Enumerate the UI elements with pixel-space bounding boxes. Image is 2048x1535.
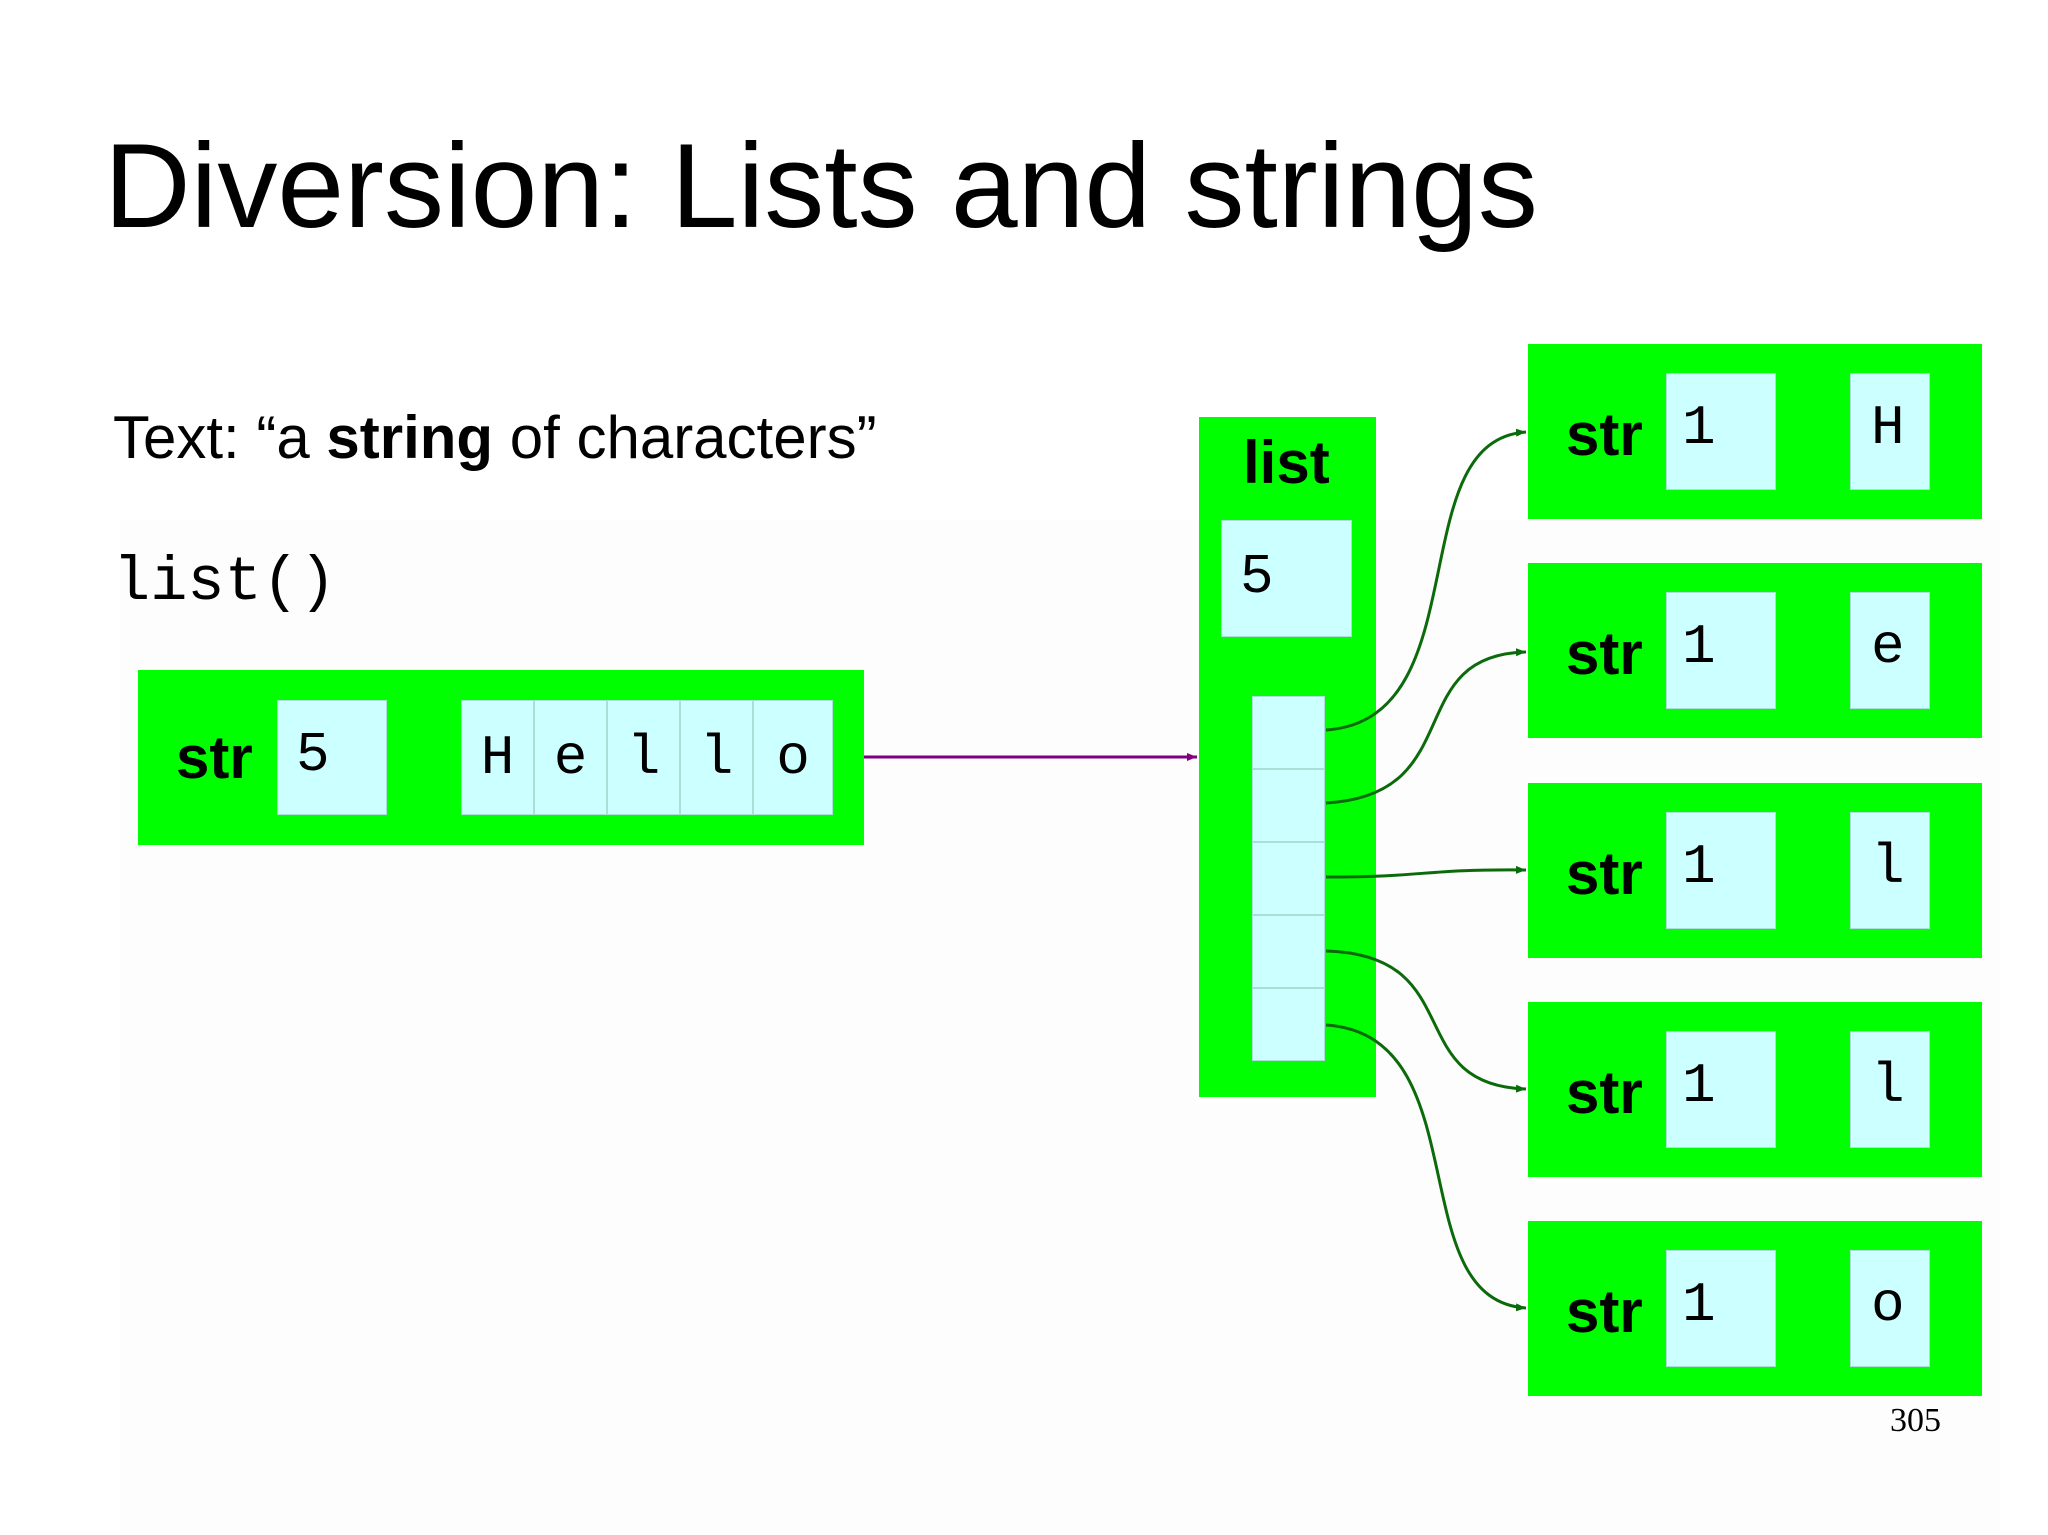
char-string-length: 1 [1682,835,1716,899]
char-string-length-cell: 1 [1666,1031,1776,1148]
char-string-char: l [1871,1054,1905,1118]
char-string-length: 1 [1682,615,1716,679]
source-string-length: 5 [296,723,330,787]
source-char-cell: l [607,700,680,815]
reference-arrow [1325,648,1527,805]
source-string-type-label: str [176,724,253,791]
char-string-box: str 1 H [1528,344,1982,519]
source-char-cell: l [680,700,753,815]
list-slot [1252,769,1325,842]
char-string-length-cell: 1 [1666,373,1776,490]
text-suffix: of characters” [493,404,877,471]
source-string-length-cell: 5 [277,700,387,815]
char-string-length-cell: 1 [1666,1250,1776,1367]
char-string-type-label: str [1566,401,1643,468]
char-string-box: str 1 o [1528,1221,1982,1396]
char-string-char-cell: l [1850,812,1930,929]
source-char-cell: o [753,700,833,815]
char-string-length: 1 [1682,1273,1716,1337]
char-string-char-cell: o [1850,1250,1930,1367]
char-string-length-cell: 1 [1666,812,1776,929]
source-string-characters: H e l l o [461,700,833,815]
char-string-length-cell: 1 [1666,592,1776,709]
page-number: 305 [1890,1402,1941,1439]
char-string-char: e [1871,615,1905,679]
char-string-length: 1 [1682,396,1716,460]
source-char-cell: e [534,700,607,815]
list-slot [1252,915,1325,988]
char-string-box: str 1 l [1528,783,1982,958]
list-length: 5 [1240,545,1274,609]
list-type-label: list [1243,429,1330,496]
reference-arrow [1325,428,1527,732]
text-bold-word: string [326,404,494,471]
char-string-char-cell: l [1850,1031,1930,1148]
list-slots [1252,696,1325,1061]
char-string-type-label: str [1566,840,1643,907]
list-length-cell: 5 [1221,520,1352,637]
slide-title: Diversion: Lists and strings [104,119,1538,253]
list-slot [1252,696,1325,769]
list-slot [1252,988,1325,1061]
char-string-char-cell: e [1850,592,1930,709]
char-string-type-label: str [1566,620,1643,687]
char-string-char-cell: H [1850,373,1930,490]
code-list-call: list() [113,547,337,618]
char-string-type-label: str [1566,1059,1643,1126]
source-string-box: str 5 H e l l o [138,670,864,845]
char-string-box: str 1 l [1528,1002,1982,1177]
char-string-length: 1 [1682,1054,1716,1118]
char-string-char: o [1871,1273,1905,1337]
text-prefix: Text: “a [113,404,327,471]
char-string-char: l [1871,835,1905,899]
text-description: Text: “a string of characters” [113,408,877,468]
reference-arrow [1325,1023,1527,1312]
source-char-cell: H [461,700,534,815]
char-string-type-label: str [1566,1278,1643,1345]
list-slot [1252,842,1325,915]
char-string-char: H [1871,396,1905,460]
reference-arrow [1325,949,1527,1093]
char-string-box: str 1 e [1528,563,1982,738]
reference-arrow [1325,865,1527,879]
